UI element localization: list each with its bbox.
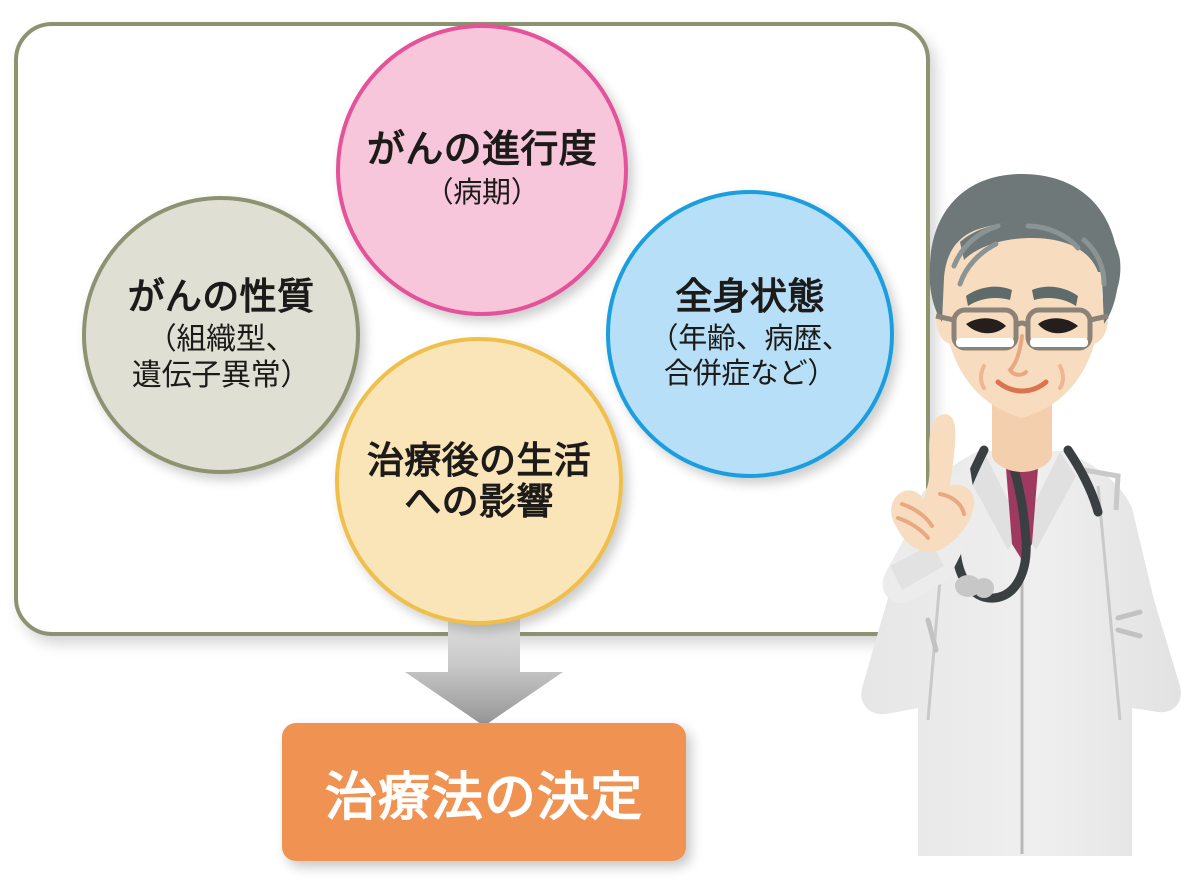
- factor-title-life-impact: 治療後の生活 への影響: [366, 439, 592, 522]
- mouth: [995, 379, 1049, 394]
- factor-subtitle-cancer-stage: （病期）: [424, 176, 540, 209]
- nose: [1007, 334, 1028, 377]
- eyebrows: [966, 286, 1078, 306]
- factor-circle-cancer-quality[interactable]: がんの性質 （組織型、 遺伝子異常）: [82, 196, 360, 474]
- factor-circle-cancer-stage[interactable]: がんの進行度 （病期）: [336, 24, 628, 316]
- doctor-pointing-arm: [882, 414, 978, 604]
- hair: [929, 174, 1121, 324]
- factor-subtitle-general-condition: （年齢、病歴、 合併症など）: [649, 322, 851, 390]
- factor-circle-general-condition[interactable]: 全身状態 （年齢、病歴、 合併症など）: [606, 190, 894, 478]
- factor-title-general-condition: 全身状態: [675, 276, 825, 318]
- factor-title-cancer-quality: がんの性質: [127, 276, 315, 318]
- eyes: [966, 318, 1078, 334]
- factor-title-cancer-stage: がんの進行度: [366, 129, 598, 172]
- factor-circle-life-impact[interactable]: 治療後の生活 への影響: [335, 337, 623, 625]
- hair-highlights: [951, 223, 1107, 287]
- factor-subtitle-cancer-quality: （組織型、 遺伝子異常）: [131, 322, 311, 392]
- stethoscope-chestpiece: [955, 575, 981, 597]
- arrow-shape: [405, 614, 563, 726]
- result-box-treatment-decision[interactable]: 治療法の決定: [282, 723, 686, 861]
- glasses-icon: [935, 307, 1109, 351]
- result-label: 治療法の決定: [324, 768, 644, 827]
- doctor-illustration: [832, 168, 1200, 892]
- cheek-lines: [979, 364, 1065, 390]
- hand: [891, 414, 974, 553]
- down-arrow: [405, 614, 563, 726]
- neck: [992, 404, 1052, 472]
- glasses-rim-highlight: [956, 338, 1088, 347]
